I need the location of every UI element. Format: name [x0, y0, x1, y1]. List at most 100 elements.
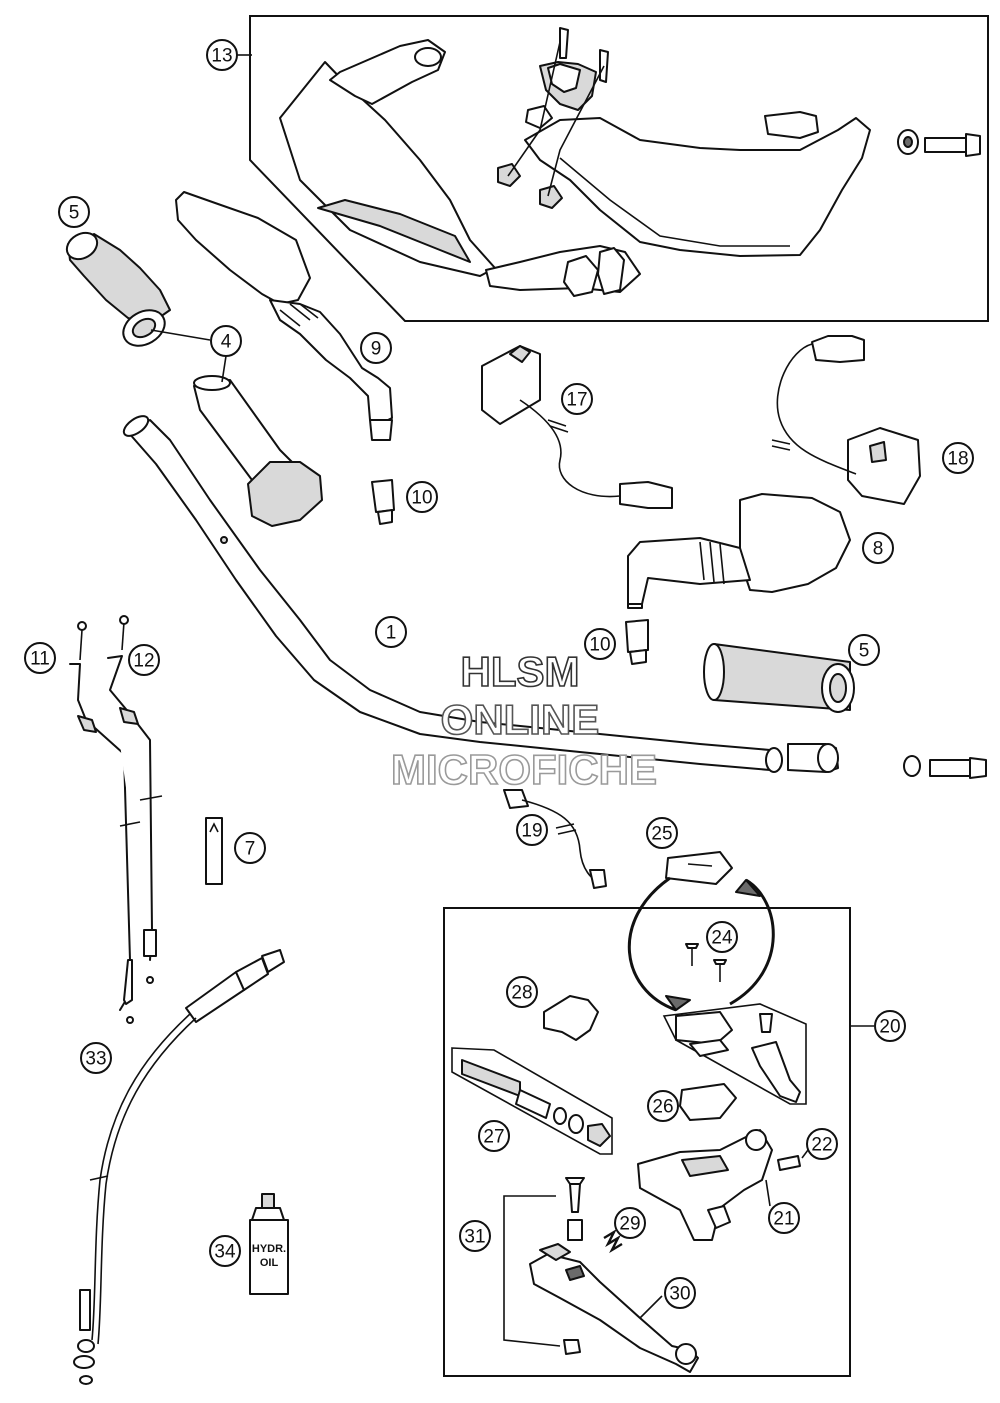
master-cylinder-subkit: [662, 1003, 807, 1105]
handguard-assembly: [279, 27, 981, 297]
callout-number: 30: [669, 1284, 690, 1305]
callout-circle: [24, 642, 56, 674]
callout-number: 1: [386, 623, 397, 644]
callout-1: 1: [375, 616, 407, 648]
brake-master-cylinder-kit-frame: [443, 907, 851, 1377]
watermark-line3: MICROFICHE: [391, 746, 657, 793]
brake-hose: [73, 949, 285, 1385]
callout-circle: [506, 976, 538, 1008]
callout-number: 21: [773, 1209, 794, 1230]
callout-circle: [234, 832, 266, 864]
callout-number: 26: [652, 1097, 673, 1118]
callout-31: 31: [459, 1220, 491, 1252]
callout-number: 27: [483, 1127, 504, 1148]
assembly-direction-arrows: [627, 876, 775, 1012]
callout-circle: [614, 1207, 646, 1239]
callout-number: 31: [464, 1227, 485, 1248]
cover-screws: [685, 943, 727, 982]
callout-circle: [58, 196, 90, 228]
callout-circle: [806, 1128, 838, 1160]
callout-30: 30: [664, 1277, 696, 1309]
handguard-kit-frame: [249, 15, 989, 322]
bar-end-right: [787, 743, 987, 779]
callout-circle: [478, 1120, 510, 1152]
watermark-line1: HLSM: [461, 648, 580, 695]
callout-circle: [584, 628, 616, 660]
reservoir-diaphragm: [679, 1083, 737, 1121]
callout-20: 20: [874, 1010, 906, 1042]
brake-light-switch: [503, 789, 607, 889]
callout-number: 5: [69, 203, 80, 224]
throttle-cable-11: [69, 621, 134, 1024]
cable-tie-strip: [205, 817, 223, 885]
callout-number: 33: [85, 1049, 106, 1070]
right-handlebar-switch: [771, 335, 921, 505]
callout-circle: [516, 814, 548, 846]
callout-circle: [375, 616, 407, 648]
lever-pivot-bolt: [503, 1177, 585, 1355]
callout-number: 22: [811, 1135, 832, 1156]
callout-number: 25: [651, 824, 672, 845]
left-handlebar-switch: [481, 345, 673, 509]
callout-circle: [209, 1235, 241, 1267]
callout-circle: [942, 442, 974, 474]
callout-17: 17: [561, 383, 593, 415]
callout-27: 27: [478, 1120, 510, 1152]
mirror-adapter-right: [625, 619, 649, 665]
callout-circle: [706, 921, 738, 953]
callout-33: 33: [80, 1042, 112, 1074]
handlebar: [122, 415, 783, 773]
callout-9: 9: [360, 332, 392, 364]
callout-circle: [128, 644, 160, 676]
throttle-cable-12: [107, 615, 163, 984]
callout-26: 26: [647, 1090, 679, 1122]
callout-circle: [360, 332, 392, 364]
clamp-screw: [777, 1155, 801, 1171]
callout-circle: [561, 383, 593, 415]
left-grip: [65, 231, 171, 347]
watermark-line2: ONLINE: [441, 696, 600, 743]
callout-circle: [406, 481, 438, 513]
callout-number: 20: [879, 1017, 900, 1038]
callout-number: 4: [221, 332, 232, 353]
callout-number: 8: [873, 539, 884, 560]
leader-lines: [150, 54, 874, 1319]
callout-number: 34: [214, 1242, 236, 1263]
callout-5: 5: [58, 196, 90, 228]
callout-number: 29: [619, 1214, 640, 1235]
callout-10: 10: [584, 628, 616, 660]
callout-13: 13: [206, 39, 238, 71]
watermark: HLSM ONLINE MICROFICHE: [390, 647, 658, 794]
callout-circle: [848, 634, 880, 666]
callout-number: 5: [859, 641, 870, 662]
callout-18: 18: [942, 442, 974, 474]
callout-number: 28: [511, 983, 532, 1004]
callout-number: 7: [245, 839, 256, 860]
callout-circle: [874, 1010, 906, 1042]
lever-adjuster: [543, 995, 599, 1041]
callout-number: 10: [589, 635, 610, 656]
bottle-label-line2: OIL: [260, 1257, 279, 1269]
callout-number: 10: [411, 488, 432, 509]
right-mirror: [627, 493, 851, 609]
callout-circle: [210, 325, 242, 357]
lever-spring: [603, 1228, 623, 1254]
callout-circle: [647, 1090, 679, 1122]
reservoir-cover: [665, 851, 733, 885]
callout-28: 28: [506, 976, 538, 1008]
bottle-label-line1: HYDR.: [252, 1243, 286, 1255]
throttle-tube: [193, 375, 323, 527]
callout-number: 12: [133, 651, 154, 672]
callout-12: 12: [128, 644, 160, 676]
callout-number: 18: [947, 449, 968, 470]
callout-number: 24: [711, 928, 733, 949]
callout-circle: [646, 817, 678, 849]
right-grip: [703, 643, 855, 713]
hydraulic-oil-bottle: HYDR. OIL: [249, 1193, 289, 1295]
callout-7: 7: [234, 832, 266, 864]
callout-5: 5: [848, 634, 880, 666]
callout-number: 19: [521, 821, 542, 842]
callout-11: 11: [24, 642, 56, 674]
callout-29: 29: [614, 1207, 646, 1239]
